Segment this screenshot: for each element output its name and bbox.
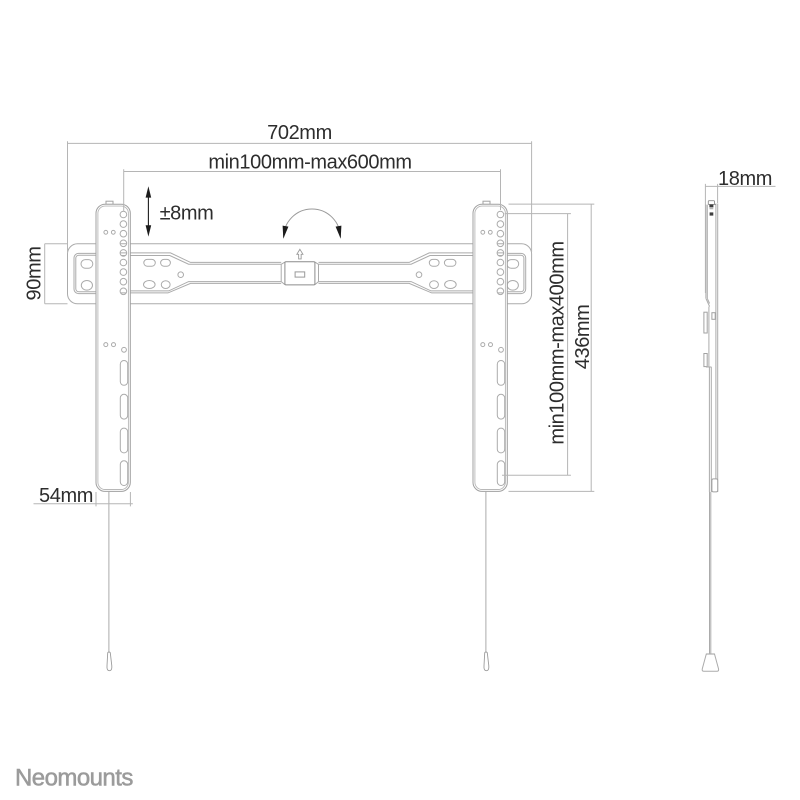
brand-logo: Neomounts [15,764,133,791]
rail-arm-left [112,252,282,294]
side-view [701,200,720,672]
dimension-horizontal-range: min100mm-max600mm [123,152,501,211]
dim-label-bracket-width: 54mm [39,485,93,507]
arrow-up-icon [145,186,152,198]
dimension-total-width: 702mm [67,122,533,252]
screw-bottom [709,212,714,216]
dimension-rail-height: 90mm [23,243,68,305]
front-view [67,200,533,672]
rail-hook [707,200,715,206]
dimension-bracket-height: 436mm [508,203,595,492]
rail-center-lock [280,248,319,286]
tv-bracket-left [95,200,131,672]
dim-label-horizontal-range: min100mm-max600mm [208,152,411,174]
screw-top [709,204,714,208]
tilt-arrow [282,208,342,239]
dimension-height-adjustment: ±8mm [145,186,214,237]
safety-cord-side [709,492,712,654]
dimension-profile-depth: 18mm [704,168,776,293]
dim-label-bracket-height: 436mm [572,305,594,370]
dim-label-total-width: 702mm [267,122,332,144]
cord-pull [106,651,113,672]
arrow-down-icon [145,225,152,237]
dim-label-height-adjustment: ±8mm [160,202,214,224]
wall-rail-outline [67,243,533,305]
bracket-foot [711,478,719,493]
tv-bracket-right [472,200,508,672]
up-arrow-icon [296,248,304,260]
dim-label-rail-height: 90mm [23,247,45,301]
cord-pull-side [701,653,720,672]
arc-arrowhead-right-icon [335,225,342,239]
dim-label-vertical-range: min100mm-max400mm [546,241,568,444]
dimension-vertical-range: min100mm-max400mm [502,213,571,476]
tilt-arc [283,208,341,238]
arc-arrowhead-left-icon [282,225,289,239]
dim-label-profile-depth: 18mm [718,168,772,190]
dimension-bracket-width: 54mm [33,485,133,507]
rail-arm-right [318,252,488,294]
